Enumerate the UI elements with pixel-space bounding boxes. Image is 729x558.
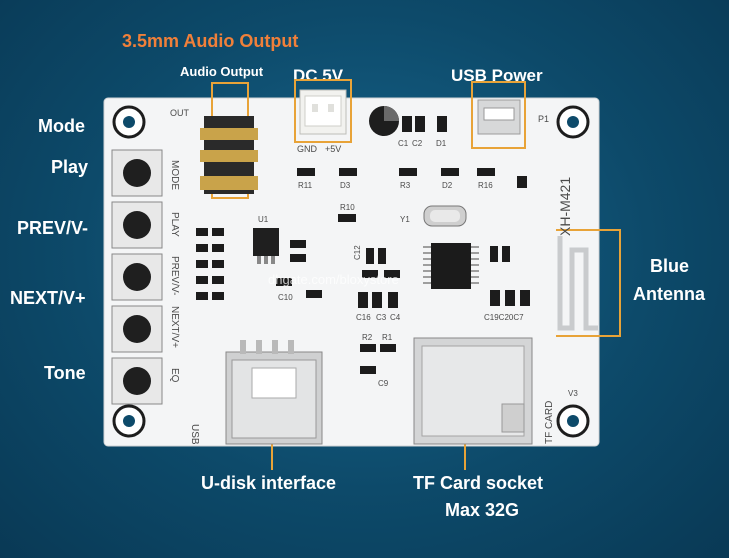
mounting-hole-bottom-left	[112, 404, 146, 438]
label-play: Play	[51, 157, 89, 177]
silk-btn-mode: MODE	[169, 160, 180, 190]
page-title: 3.5mm Audio Output	[122, 31, 299, 51]
label-next: NEXT/V+	[10, 288, 86, 308]
silk-model: XH-M421	[557, 177, 573, 236]
usb-a-port	[225, 340, 323, 445]
silk-c2: C2	[412, 139, 423, 148]
label-audio-output: Audio Output	[180, 64, 264, 79]
audio-jack	[200, 116, 258, 194]
bluetooth-antenna	[557, 236, 598, 331]
silk-r16: R16	[478, 181, 493, 190]
tf-card-socket	[413, 337, 533, 445]
watermark: dhgate.com/bloxystore	[268, 272, 399, 287]
silk-c16: C16	[356, 313, 371, 322]
main-chip	[423, 243, 479, 289]
label-tf-card: TF Card socket	[413, 473, 544, 493]
crystal-oscillator	[423, 205, 467, 227]
silk-tf-card: TF CARD	[544, 401, 555, 444]
silk-plus5v: +5V	[325, 144, 341, 154]
mounting-hole-bottom-right	[556, 404, 590, 438]
silk-r3: R3	[400, 181, 411, 190]
silk-usb: USB	[189, 424, 200, 445]
label-tone: Tone	[44, 363, 86, 383]
dc-connector	[299, 89, 347, 135]
electrolytic-capacitor	[369, 106, 399, 136]
label-usb-power: USB Power	[451, 66, 543, 85]
silk-btn-next: NEXT/V+	[169, 306, 180, 348]
silk-p1: P1	[538, 114, 549, 124]
silk-d1: D1	[436, 139, 447, 148]
silk-c19: C19C20C7	[484, 313, 524, 322]
silk-btn-prev: PREV/V-	[169, 256, 180, 295]
label-mode: Mode	[38, 116, 85, 136]
micro-usb-port	[477, 99, 521, 135]
mode-button	[111, 149, 163, 197]
silk-v3: V3	[568, 389, 578, 398]
next-button	[111, 305, 163, 353]
silk-btn-play: PLAY	[169, 212, 180, 237]
silk-r2: R2	[362, 333, 373, 342]
label-prev: PREV/V-	[17, 218, 89, 238]
silk-c3: C3	[376, 313, 387, 322]
tone-button	[111, 357, 163, 405]
play-button	[111, 201, 163, 249]
voltage-regulator-u1	[253, 228, 279, 264]
silk-c1: C1	[398, 139, 409, 148]
label-udisk: U-disk interface	[201, 473, 337, 493]
silk-btn-eq: EQ	[169, 368, 180, 383]
silk-d2: D2	[442, 181, 453, 190]
mounting-hole-top-left	[112, 105, 146, 139]
silk-r10: R10	[340, 203, 355, 212]
silk-c9: C9	[378, 379, 389, 388]
silk-c12: C12	[353, 245, 362, 260]
label-max32g: Max 32G	[445, 500, 520, 520]
label-antenna: Antenna	[633, 284, 705, 304]
tact-buttons	[111, 149, 163, 405]
silk-d3: D3	[340, 181, 351, 190]
silk-c4: C4	[390, 313, 401, 322]
prev-button	[111, 253, 163, 301]
silk-r11: R11	[298, 181, 313, 190]
silk-y1: Y1	[400, 215, 410, 224]
label-blue: Blue	[650, 256, 690, 276]
silk-u1: U1	[258, 215, 269, 224]
mounting-hole-top-right	[556, 105, 590, 139]
silk-out: OUT	[170, 108, 190, 118]
silk-r1: R1	[382, 333, 393, 342]
smd-components	[196, 116, 530, 374]
silk-gnd: GND	[297, 144, 318, 154]
silk-c10: C10	[278, 293, 293, 302]
